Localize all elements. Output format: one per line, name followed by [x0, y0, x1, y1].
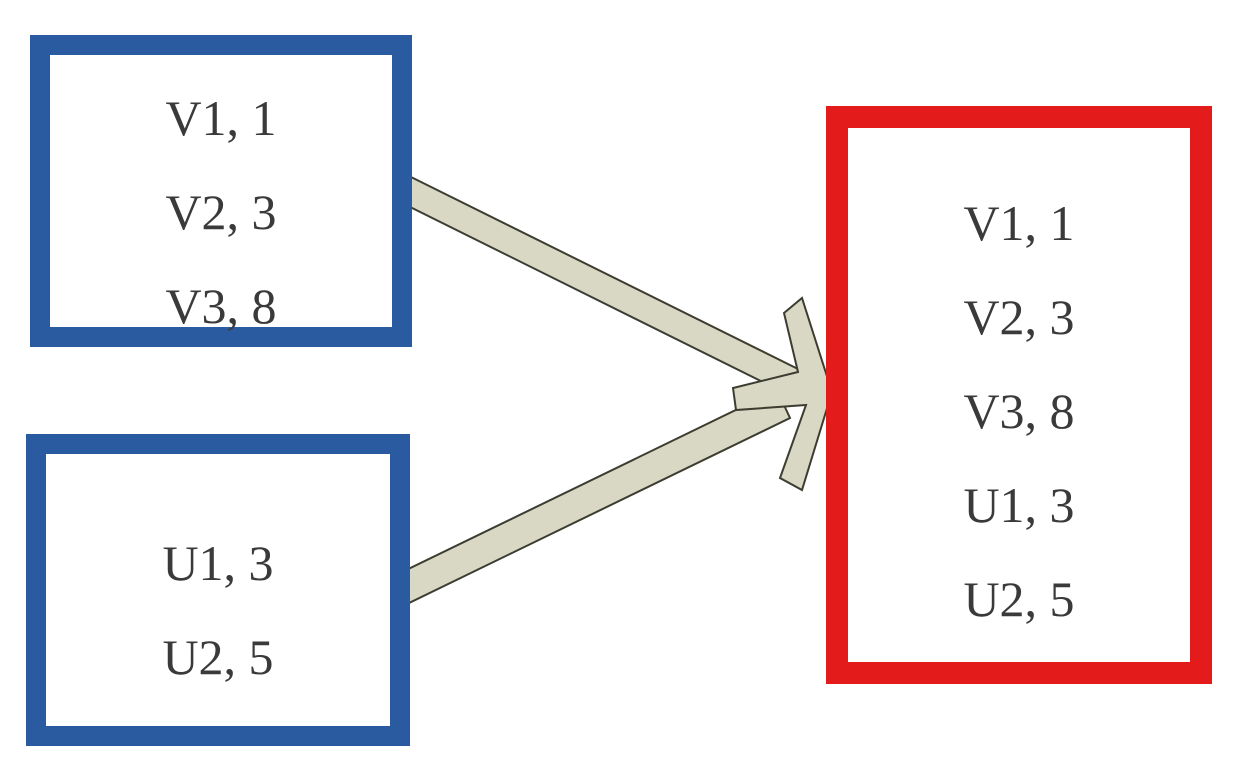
merged-entry: V2, 3 — [963, 289, 1075, 345]
source-bottom-entry-list: U1, 3 U2, 5 — [46, 516, 390, 704]
merged-entry: U1, 3 — [963, 477, 1075, 533]
source-box-top: V1, 1 V2, 3 V3, 8 — [30, 35, 412, 347]
arrow-head-icon — [731, 296, 834, 492]
merged-entry: V3, 8 — [963, 383, 1075, 439]
merged-target-box: V1, 1 V2, 3 V3, 8 U1, 3 U2, 5 — [826, 106, 1212, 684]
arrow-from-top-box-icon — [394, 175, 802, 395]
source-bottom-entry: U2, 5 — [162, 629, 274, 685]
source-top-entry: V2, 3 — [165, 184, 277, 240]
source-top-entry: V3, 8 — [165, 278, 277, 334]
merged-entry-list: V1, 1 V2, 3 V3, 8 U1, 3 U2, 5 — [848, 176, 1190, 646]
merged-entry: U2, 5 — [963, 571, 1075, 627]
merged-entry: V1, 1 — [963, 195, 1075, 251]
source-top-entry: V1, 1 — [165, 90, 277, 146]
source-bottom-entry: U1, 3 — [162, 535, 274, 591]
arrow-from-bottom-box-icon — [394, 388, 792, 605]
source-top-entry-list: V1, 1 V2, 3 V3, 8 — [50, 71, 392, 353]
source-box-bottom: U1, 3 U2, 5 — [26, 434, 410, 746]
